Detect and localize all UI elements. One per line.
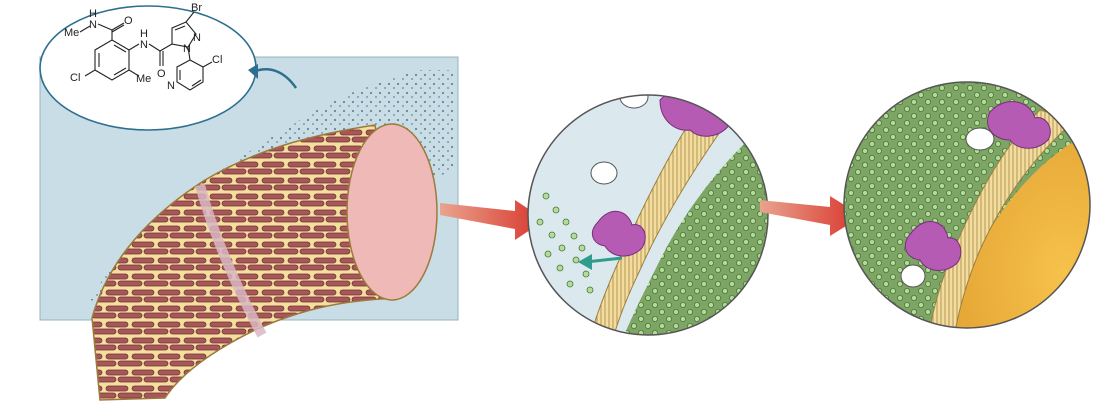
atom-me2: Me (136, 73, 151, 85)
atom-h-amide1: H (89, 8, 97, 20)
atom-n-amide2: N (140, 39, 148, 51)
atom-n-amide1: N (89, 19, 97, 31)
muscle-fiber-cut-face (347, 124, 437, 300)
molecule-bubble-outline (40, 6, 256, 130)
atom-o1: O (124, 15, 133, 27)
atom-h-amide2: H (140, 28, 148, 40)
depleted-state-circle (844, 82, 1100, 335)
atom-br: Br (191, 2, 202, 14)
atom-n-pyrazole1: N (193, 32, 201, 44)
atom-me1: Me (64, 27, 79, 39)
atom-cl1: Cl (70, 72, 80, 84)
release-detail-circle (528, 86, 790, 345)
atom-n-pyridine: N (167, 80, 175, 92)
atom-o2: O (157, 68, 166, 80)
atom-cl2: Cl (212, 54, 222, 66)
atom-n-pyrazole2: N (183, 43, 191, 55)
